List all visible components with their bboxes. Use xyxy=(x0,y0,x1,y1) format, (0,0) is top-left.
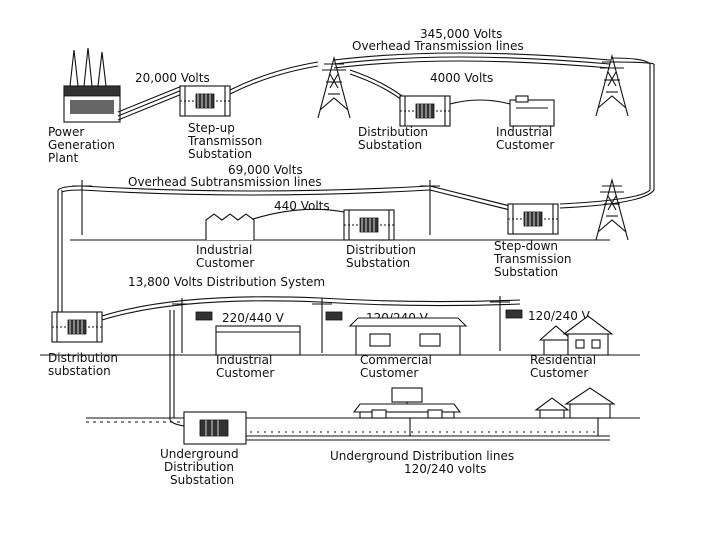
label-underground-sub-2: Distribution xyxy=(164,460,234,474)
label-stepup-3: Substation xyxy=(188,147,252,161)
wire-stepup-to-tower xyxy=(229,61,319,91)
label-industrial-3b: Customer xyxy=(216,366,274,380)
label-industrial-1b: Customer xyxy=(496,138,554,152)
label-distribution-3a: Distribution xyxy=(48,351,118,365)
commercial-building xyxy=(348,317,468,356)
industrial-building-2 xyxy=(205,213,255,240)
label-power-plant-3: Plant xyxy=(48,151,79,165)
ground-row4 xyxy=(86,417,640,433)
label-industrial-2b: Customer xyxy=(196,256,254,270)
underground-substation xyxy=(183,411,247,445)
underground-lines xyxy=(246,418,610,441)
stepup-substation xyxy=(179,85,231,117)
pole-transformer-1 xyxy=(195,311,213,321)
label-overhead-subtransmission: Overhead Subtransmission lines xyxy=(128,175,322,189)
stepdown-substation xyxy=(507,203,559,235)
label-underground-sub-1: Underground xyxy=(160,447,239,461)
label-industrial-1a: Industrial xyxy=(496,125,552,139)
label-industrial-3a: Industrial xyxy=(216,353,272,367)
label-distribution-1b: Substation xyxy=(358,138,422,152)
wires-left-vertical xyxy=(57,185,83,312)
label-residential-a: Residential xyxy=(530,353,596,367)
label-industrial-2a: Industrial xyxy=(196,243,252,257)
distribution-lines-13800 xyxy=(101,296,521,321)
residential-houses xyxy=(538,315,614,356)
label-stepdown-1: Step-down xyxy=(494,239,558,253)
pole-row3-1 xyxy=(171,297,193,354)
label-distribution-1a: Distribution xyxy=(358,125,428,139)
industrial-building-1 xyxy=(509,95,555,127)
wires-plant-to-stepup xyxy=(117,85,183,121)
label-overhead-transmission: Overhead Transmission lines xyxy=(352,39,524,53)
label-440-volts: 440 Volts xyxy=(274,199,330,213)
transmission-tower-2 xyxy=(595,55,629,117)
label-stepdown-2: Transmission xyxy=(493,252,572,266)
label-underground-volts: 120/240 volts xyxy=(404,462,486,476)
label-4000-volts: 4000 Volts xyxy=(430,71,493,85)
pole-transformer-3 xyxy=(505,309,523,319)
label-commercial-a: Commercial xyxy=(360,353,432,367)
label-stepdown-3: Substation xyxy=(494,265,558,279)
label-345000-volts: 345,000 Volts xyxy=(420,27,502,41)
label-power-plant-1: Power xyxy=(48,125,84,139)
underground-residential xyxy=(534,387,616,419)
label-distribution-3b: substation xyxy=(48,364,111,378)
pole-row3-2 xyxy=(311,297,333,354)
label-stepup-1: Step-up xyxy=(188,121,235,135)
power-generation-plant xyxy=(63,47,121,123)
label-220-440-v: 220/440 V xyxy=(222,311,285,325)
overhead-subtransmission-lines xyxy=(81,185,511,211)
label-13800-volts: 13,800 Volts Distribution System xyxy=(128,275,325,289)
label-20000-volts: 20,000 Volts xyxy=(135,71,210,85)
industrial-building-3 xyxy=(215,325,301,356)
label-distribution-2a: Distribution xyxy=(346,243,416,257)
distribution-substation-1 xyxy=(399,95,451,127)
label-underground-sub-3: Substation xyxy=(170,473,234,487)
overhead-transmission-lines xyxy=(333,52,611,101)
pole-transformer-2 xyxy=(325,311,343,321)
label-stepup-2: Transmisson xyxy=(187,134,262,148)
distribution-substation-2 xyxy=(343,209,395,241)
distribution-substation-3 xyxy=(51,311,103,343)
label-69000-volts: 69,000 Volts xyxy=(228,163,303,177)
label-power-plant-2: Generation xyxy=(48,138,115,152)
label-commercial-b: Customer xyxy=(360,366,418,380)
wires-right-vertical xyxy=(559,57,655,209)
label-120-240-v-b: 120/240 V xyxy=(528,309,591,323)
label-residential-b: Customer xyxy=(530,366,588,380)
label-distribution-2b: Substation xyxy=(346,256,410,270)
transmission-tower-3 xyxy=(595,179,629,241)
underground-commercial xyxy=(352,387,462,419)
label-underground-lines: Underground Distribution lines xyxy=(330,449,514,463)
pole-row2-left xyxy=(71,179,93,236)
wires-to-underground xyxy=(169,310,185,427)
